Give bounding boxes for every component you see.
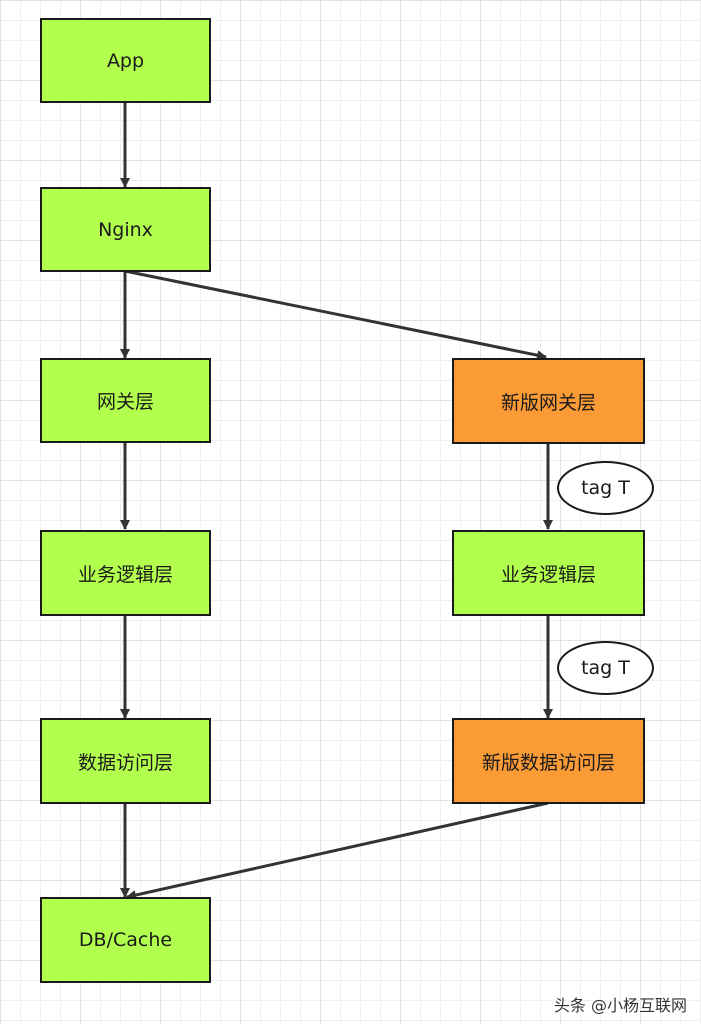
node-new-data-access[interactable]: 新版数据访问层 bbox=[452, 718, 645, 804]
watermark: 头条 @小杨互联网 bbox=[553, 996, 687, 1015]
node-db-cache[interactable]: DB/Cache bbox=[40, 897, 211, 983]
tag-label-1: tag T bbox=[557, 461, 654, 515]
node-business-logic[interactable]: 业务逻辑层 bbox=[40, 530, 211, 616]
node-business-logic-new[interactable]: 业务逻辑层 bbox=[452, 530, 645, 616]
node-gateway[interactable]: 网关层 bbox=[40, 358, 211, 443]
node-nginx[interactable]: Nginx bbox=[40, 187, 211, 272]
tag-label-2: tag T bbox=[557, 641, 654, 695]
edge-new-data-access-to-db bbox=[126, 801, 549, 900]
node-app[interactable]: App bbox=[40, 18, 211, 103]
node-data-access[interactable]: 数据访问层 bbox=[40, 718, 211, 804]
node-new-gateway[interactable]: 新版网关层 bbox=[452, 358, 645, 444]
edge-nginx-to-new-gateway bbox=[124, 269, 547, 361]
